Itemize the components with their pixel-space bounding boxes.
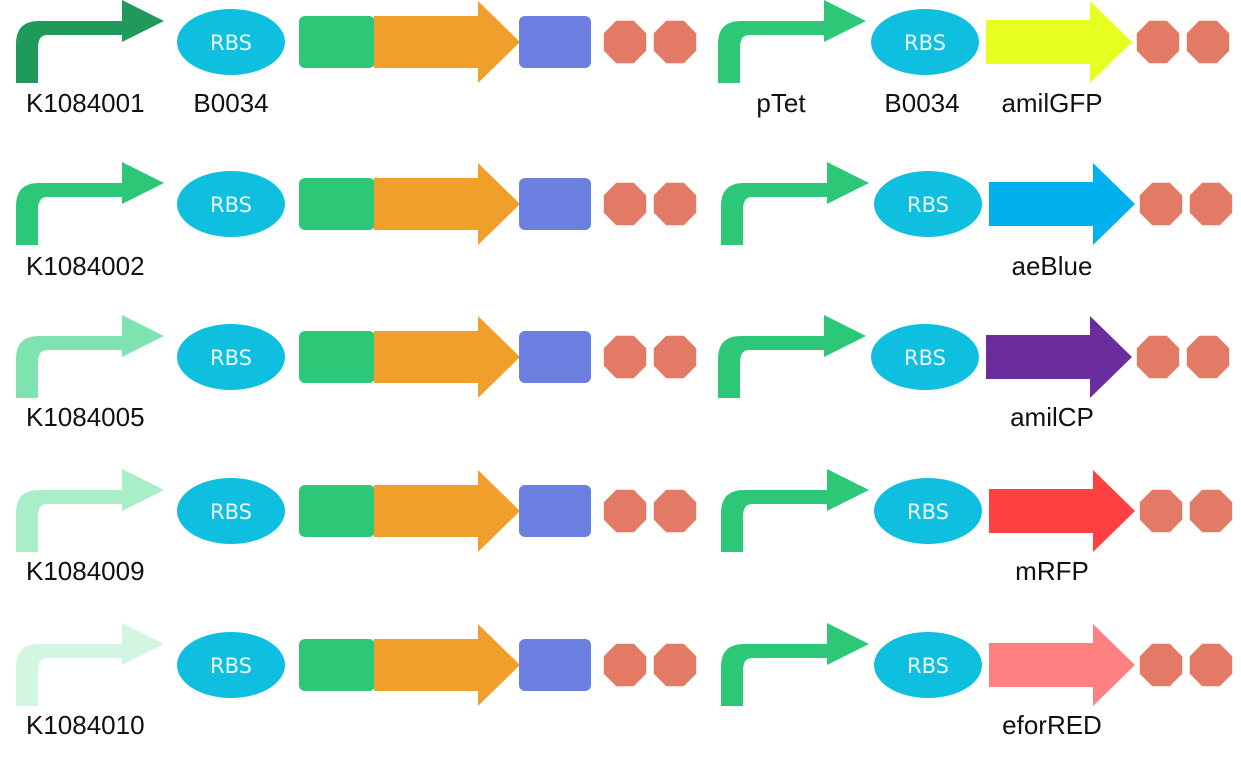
terminator-right-a-1: [1136, 20, 1180, 64]
tag-block-3: [519, 331, 591, 383]
orange-coding-arrow-4: [374, 470, 520, 552]
terminator-right-a-5: [1139, 643, 1183, 687]
terminator-right-b-4: [1189, 489, 1233, 533]
rbs-left-2: [177, 171, 285, 237]
terminator-left-a-5: [603, 643, 647, 687]
rbs-left-4: [177, 478, 285, 544]
terminator-right-b-1: [1186, 20, 1230, 64]
reporter-name-label-2: aeBlue: [1012, 251, 1093, 281]
rbs-left-1: [177, 9, 285, 75]
reporter-arrow-5: [989, 624, 1135, 706]
ptet-label-1: pTet: [756, 88, 806, 118]
promoter-arrow-5: [16, 623, 164, 706]
ptet-promoter-arrow-5: [721, 623, 869, 706]
rbs-right-5-label: RBS: [907, 654, 949, 678]
tag-block-5: [519, 639, 591, 691]
ptet-promoter-arrow-3: [718, 315, 866, 398]
reporter-name-label-1: amilGFP: [1001, 88, 1102, 118]
green-coding-block-3: [299, 331, 375, 383]
terminator-right-a-2: [1139, 182, 1183, 226]
rbs-right-1-label: RBS: [904, 31, 946, 55]
promoter-label-2: K1084002: [26, 251, 145, 281]
tag-block-1: [519, 16, 591, 68]
reporter-arrow-2: [989, 163, 1135, 245]
ptet-promoter-arrow-2: [721, 162, 869, 245]
green-coding-block-2: [299, 178, 375, 230]
orange-coding-arrow-2: [374, 163, 520, 245]
rbs-left-5-label: RBS: [210, 654, 252, 678]
tag-block-2: [519, 178, 591, 230]
promoter-label-1: K1084001: [26, 88, 145, 118]
promoter-label-4: K1084009: [26, 556, 145, 586]
reporter-name-label-4: mRFP: [1015, 556, 1089, 586]
ptet-promoter-arrow-1: [718, 0, 866, 83]
rbs-left-2-label: RBS: [210, 193, 252, 217]
terminator-left-a-4: [603, 489, 647, 533]
terminator-right-b-3: [1186, 335, 1230, 379]
terminator-left-a-3: [603, 335, 647, 379]
rbs-right-1: [871, 9, 979, 75]
promoter-arrow-4: [16, 469, 164, 552]
rbs-right-4: [874, 478, 982, 544]
terminator-left-b-5: [653, 643, 697, 687]
terminator-left-b-3: [653, 335, 697, 379]
rbs-left-4-label: RBS: [210, 500, 252, 524]
terminator-right-a-3: [1136, 335, 1180, 379]
terminator-left-a-1: [603, 20, 647, 64]
rbs-right-5: [874, 632, 982, 698]
rbs-right-2-label: RBS: [907, 193, 949, 217]
terminator-right-b-2: [1189, 182, 1233, 226]
ptet-promoter-arrow-4: [721, 469, 869, 552]
terminator-left-b-4: [653, 489, 697, 533]
green-coding-block-4: [299, 485, 375, 537]
rbs-left-3: [177, 324, 285, 390]
promoter-arrow-2: [16, 162, 164, 245]
reporter-name-label-3: amilCP: [1010, 402, 1094, 432]
terminator-right-a-4: [1139, 489, 1183, 533]
terminator-left-a-2: [603, 182, 647, 226]
promoter-arrow-1: [16, 0, 164, 83]
promoter-arrow-3: [16, 315, 164, 398]
rbs-left-1-label: RBS: [210, 31, 252, 55]
rbs-left-5: [177, 632, 285, 698]
reporter-arrow-1: [986, 1, 1132, 83]
reporter-arrow-4: [989, 470, 1135, 552]
orange-coding-arrow-1: [374, 1, 520, 83]
reporter-name-label-5: eforRED: [1002, 710, 1102, 740]
green-coding-block-5: [299, 639, 375, 691]
rbs-part-label-1: B0034: [193, 88, 268, 118]
rbs-right-3: [871, 324, 979, 390]
rbs-right-3-label: RBS: [904, 346, 946, 370]
promoter-label-3: K1084005: [26, 402, 145, 432]
tag-block-4: [519, 485, 591, 537]
rbs-right-4-label: RBS: [907, 500, 949, 524]
terminator-left-b-1: [653, 20, 697, 64]
reporter-arrow-3: [986, 316, 1132, 398]
terminator-right-b-5: [1189, 643, 1233, 687]
rbs-left-3-label: RBS: [210, 346, 252, 370]
orange-coding-arrow-5: [374, 624, 520, 706]
reporter-rbs-label-1: B0034: [884, 88, 959, 118]
promoter-label-5: K1084010: [26, 710, 145, 740]
green-coding-block-1: [299, 16, 375, 68]
orange-coding-arrow-3: [374, 316, 520, 398]
terminator-left-b-2: [653, 182, 697, 226]
rbs-right-2: [874, 171, 982, 237]
